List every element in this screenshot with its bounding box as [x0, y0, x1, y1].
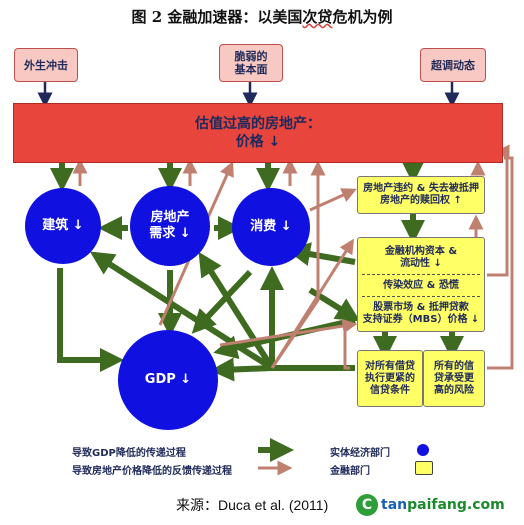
- box-mbs: 股票市场 & 抵押贷款 支持证券（MBS）价格 ↓: [362, 302, 480, 325]
- panel-divider-top: [362, 274, 480, 275]
- legend-financial-sector-swatch: [415, 461, 433, 475]
- box-credit-terms: 对所有借贷 执行更紧的 信贷条件: [357, 350, 423, 407]
- watermark-logo-icon: C: [356, 494, 378, 516]
- feedback-consumption-to-foreclosure: [309, 188, 357, 212]
- node-consumption: 消费 ↓: [232, 188, 310, 266]
- overvalued-housing-bar: 估值过高的房地产： 价格 ↓: [13, 103, 503, 163]
- legend-gdp-channel-label: 导致GDP降低的传递过程: [72, 448, 186, 459]
- box-foreclosure: 房地产违约 & 失去被抵押 房地产的赎回权 ↑: [357, 176, 485, 214]
- financial-panel: 金融机构资本 & 流动性 ↓ 传染效应 & 恐慌 股票市场 & 抵押贷款 支持证…: [357, 237, 485, 332]
- figure-title: 图 2 金融加速器：以美国次贷危机为例: [131, 8, 393, 26]
- arrow-hub-to-demand: [198, 251, 275, 370]
- housing-bar-line1: 估值过高的房地产：: [195, 116, 321, 132]
- feedback-gdp-to-mbs: [219, 318, 358, 347]
- source-note: 来源：Duca et al. (2011): [176, 497, 329, 513]
- arrow-bank-to-consumption: [286, 242, 356, 266]
- legend-real-sector-swatch: [417, 444, 429, 456]
- feedback-risk-to-housing: [487, 156, 514, 370]
- factor-overshooting-dynamics: 超调动态: [420, 48, 486, 82]
- arrow-construction-to-gdp: [57, 268, 124, 372]
- legend-real-sector-label: 实体经济部门: [330, 448, 390, 459]
- feedback-panel-to-housing: [487, 144, 510, 277]
- node-construction: 建筑 ↓: [25, 188, 101, 264]
- node-housing-demand: 房地产 需求 ↓: [130, 186, 210, 266]
- legend-feedback-channel-label: 导致房地产价格降低的反馈传递过程: [72, 466, 232, 477]
- box-risk-premium: 所有的信 贷承受更 高的风险: [423, 350, 485, 407]
- panel-divider-bottom: [362, 296, 480, 297]
- feedback-credit-to-mbs: [343, 332, 350, 370]
- box-contagion: 传染效应 & 恐慌: [383, 280, 459, 291]
- arrow-hub-to-construction: [89, 251, 274, 371]
- watermark-text: tanpaifang.com: [381, 497, 505, 513]
- housing-bar-line2: 价格 ↓: [235, 134, 281, 150]
- watermark: C tanpaifang.com: [356, 490, 518, 520]
- box-bank-capital: 金融机构资本 & 流动性 ↓: [384, 246, 458, 269]
- arrow-hub-to-gdp: [210, 357, 273, 382]
- node-gdp: GDP ↓: [118, 330, 218, 430]
- legend-financial-sector-label: 金融部门: [330, 466, 370, 477]
- factor-fragile-fundamentals: 脆弱的 基本面: [219, 44, 283, 82]
- factor-exogenous-shock: 外生冲击: [14, 48, 78, 82]
- feedback-hub-to-bank: [270, 238, 355, 369]
